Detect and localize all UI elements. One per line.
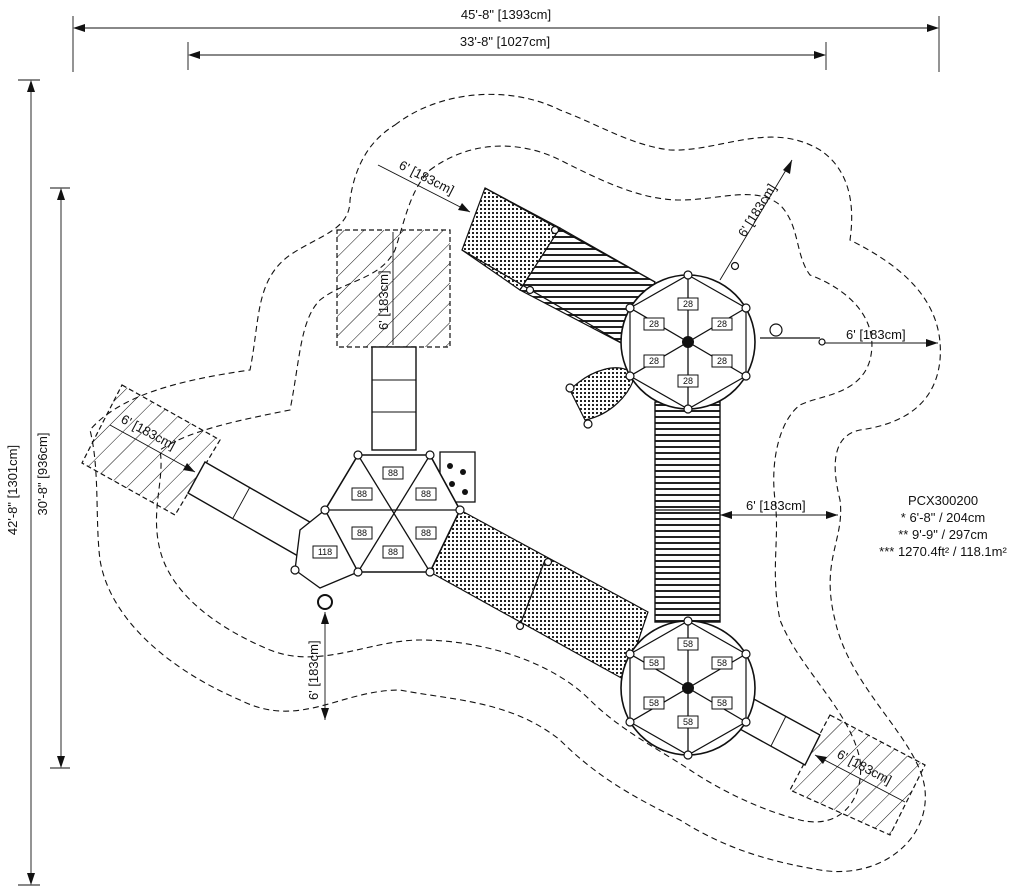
deck-label: 28	[643, 317, 665, 331]
deck-hub-top: 28 28 28 28 28 28	[620, 270, 756, 414]
deck-label: 28	[711, 317, 733, 331]
clearance-dim-top-left: 6' [183cm]	[377, 157, 471, 213]
deck-label: 58	[677, 715, 699, 729]
bridge-vertical	[654, 401, 721, 623]
clearance-dim-right: 6' [183cm]	[820, 327, 938, 347]
deck-label: 28	[711, 354, 733, 368]
svg-text:58: 58	[717, 658, 727, 668]
svg-text:58: 58	[683, 639, 693, 649]
deck-label: 88	[351, 526, 373, 540]
deck-label: 88	[382, 466, 404, 480]
spec-block: PCX300200 * 6'-8" / 204cm ** 9'-9" / 297…	[858, 492, 1024, 560]
svg-text:6' [183cm]: 6' [183cm]	[376, 270, 391, 330]
svg-text:88: 88	[421, 528, 431, 538]
clearance-dim-middle-right: 6' [183cm]	[720, 498, 838, 519]
deck-hub-left: 88 88 88 88 88 88 118	[290, 450, 465, 610]
svg-text:58: 58	[649, 698, 659, 708]
bridge-lower-diagonal	[429, 509, 649, 681]
spec-line-3: *** 1270.4ft² / 118.1m²	[879, 544, 1007, 559]
deck-label: 28	[677, 297, 699, 311]
deck-label: 58	[643, 656, 665, 670]
dim-overall-depth: 42'-8" [1301cm]	[5, 79, 40, 886]
dim-structure-depth: 30'-8" [936cm]	[35, 187, 70, 769]
svg-text:6' [183cm]: 6' [183cm]	[846, 327, 906, 342]
slide-left	[187, 461, 316, 557]
deck-label: 28	[643, 354, 665, 368]
dim-overall-width-label: 45'-8" [1393cm]	[461, 7, 551, 22]
svg-text:28: 28	[649, 356, 659, 366]
spec-line-2: ** 9'-9" / 297cm	[898, 527, 988, 542]
deck-label: 118	[312, 545, 338, 559]
svg-text:88: 88	[388, 547, 398, 557]
bridge-top-diagonal	[461, 187, 656, 346]
spec-line-1: * 6'-8" / 204cm	[900, 510, 986, 525]
svg-text:88: 88	[421, 489, 431, 499]
svg-text:6' [183cm]: 6' [183cm]	[735, 181, 779, 239]
svg-text:28: 28	[649, 319, 659, 329]
dim-structure-width-label: 33'-8" [1027cm]	[460, 34, 550, 49]
deck-label: 58	[677, 637, 699, 651]
svg-text:6' [183cm]: 6' [183cm]	[746, 498, 806, 513]
slide-exit-zone-top	[336, 229, 451, 348]
svg-text:58: 58	[649, 658, 659, 668]
deck-label: 88	[415, 526, 437, 540]
svg-text:88: 88	[388, 468, 398, 478]
svg-text:28: 28	[717, 319, 727, 329]
dim-structure-depth-label: 30'-8" [936cm]	[35, 433, 50, 516]
slide-exit-zone-bottom-right	[789, 714, 926, 836]
svg-text:28: 28	[683, 299, 693, 309]
deck-label: 58	[643, 696, 665, 710]
deck-hub-bottom: 58 58 58 58 58 58	[620, 616, 756, 760]
deck-label: 88	[382, 545, 404, 559]
accessory-panel	[760, 323, 826, 346]
svg-text:6' [183cm]: 6' [183cm]	[306, 640, 321, 700]
bridge-posts	[515, 225, 740, 631]
svg-text:88: 88	[357, 528, 367, 538]
svg-text:58: 58	[717, 698, 727, 708]
model-number: PCX300200	[907, 493, 979, 508]
use-zone-inner-boundary	[155, 145, 873, 823]
deck-label: 58	[711, 696, 733, 710]
dim-overall-width: 45'-8" [1393cm]	[72, 6, 940, 72]
svg-text:88: 88	[357, 489, 367, 499]
dim-overall-depth-label: 42'-8" [1301cm]	[5, 445, 20, 535]
svg-text:118: 118	[318, 547, 332, 557]
svg-text:6' [183cm]: 6' [183cm]	[397, 157, 457, 197]
deck-label: 88	[351, 487, 373, 501]
slide-top	[371, 346, 417, 451]
deck-label: 28	[677, 374, 699, 388]
deck-label: 88	[415, 487, 437, 501]
svg-text:28: 28	[683, 376, 693, 386]
svg-text:58: 58	[683, 717, 693, 727]
dim-structure-width: 33'-8" [1027cm]	[187, 33, 827, 70]
climber-net	[565, 367, 636, 429]
slide-exit-zone-left	[81, 384, 221, 516]
svg-text:28: 28	[717, 356, 727, 366]
deck-label: 58	[711, 656, 733, 670]
clearance-dim-bottom: 6' [183cm]	[306, 612, 329, 720]
clearance-dim-top-zone: 6' [183cm]	[376, 232, 394, 345]
clearance-dim-top-right: 6' [183cm]	[719, 159, 793, 281]
